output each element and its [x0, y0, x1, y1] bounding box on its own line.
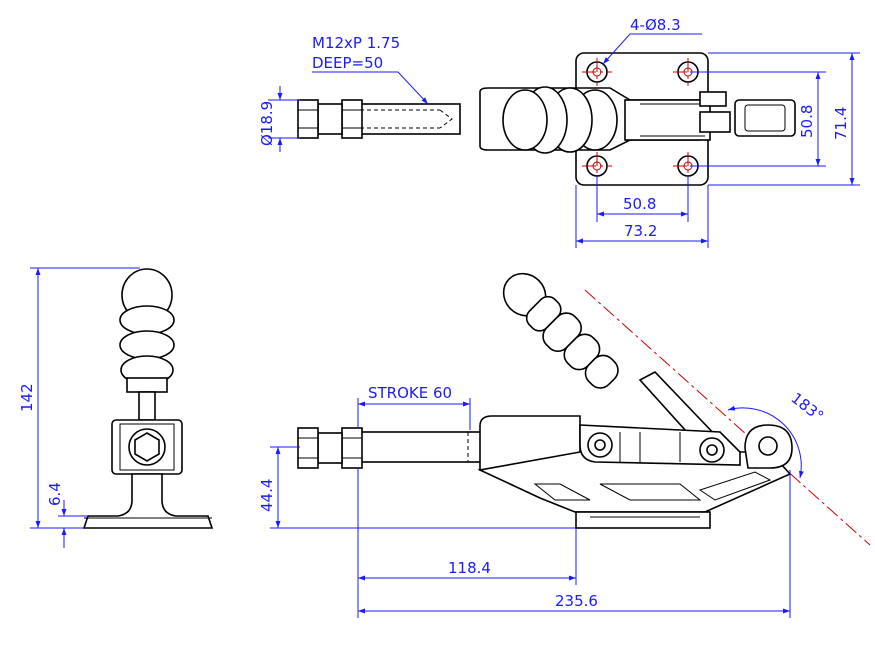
thread-leader	[312, 71, 429, 105]
hole-callout: 4-Ø8.3	[630, 16, 681, 34]
dim-base-width: 73.2	[624, 222, 657, 240]
linkage-top	[624, 99, 711, 141]
dim-hole-spacing-h: 50.8	[623, 195, 656, 213]
hole-leader	[602, 33, 702, 65]
handle-grip	[502, 272, 619, 389]
angle-arc	[727, 405, 804, 479]
rod-thread-top	[317, 103, 343, 135]
front-base-plate	[575, 511, 711, 529]
dim-dia-rod: Ø18.9	[258, 101, 276, 146]
dim-handle-angle: 183°	[788, 389, 828, 425]
rear-bracket	[734, 99, 796, 137]
dim-base-thickness: 6.4	[46, 482, 64, 506]
plunger-rod	[359, 431, 486, 463]
handle-top-knob	[502, 89, 548, 151]
side-handle-shaft	[138, 391, 156, 421]
side-hex-nut	[134, 432, 160, 462]
dim-overall-length: 235.6	[555, 592, 598, 610]
side-view: 142 6.4	[18, 267, 214, 548]
top-view: M12xP 1.75 DEEP=50 4-Ø8.3 Ø18.9 50.8 71.…	[258, 16, 860, 248]
pivot-block	[699, 91, 727, 107]
dim-base-to-front: 118.4	[448, 559, 491, 577]
side-base	[82, 473, 214, 529]
side-handle-collar	[126, 377, 168, 393]
dim-stroke: STROKE 60	[368, 384, 452, 402]
dim-hole-spacing-v: 50.8	[798, 105, 816, 138]
thread-note-line2: DEEP=50	[312, 54, 383, 72]
front-view: STROKE 60 183° 44.4 118.4 235.6	[258, 272, 871, 618]
nut-top-2	[297, 99, 319, 139]
pivot-block-2	[699, 111, 731, 133]
dim-total-height: 142	[18, 383, 36, 412]
dim-base-height: 71.4	[832, 107, 850, 140]
rod-thread	[317, 432, 343, 464]
dim-axis-height: 44.4	[258, 479, 276, 512]
handle-angle-centerline	[584, 289, 871, 546]
nut-1	[341, 427, 363, 469]
nut-2	[297, 427, 319, 469]
plunger-rod-top	[359, 103, 461, 135]
mounting-holes	[582, 58, 703, 180]
thread-note-line1: M12xP 1.75	[312, 34, 400, 52]
nut-top-1	[341, 99, 363, 139]
